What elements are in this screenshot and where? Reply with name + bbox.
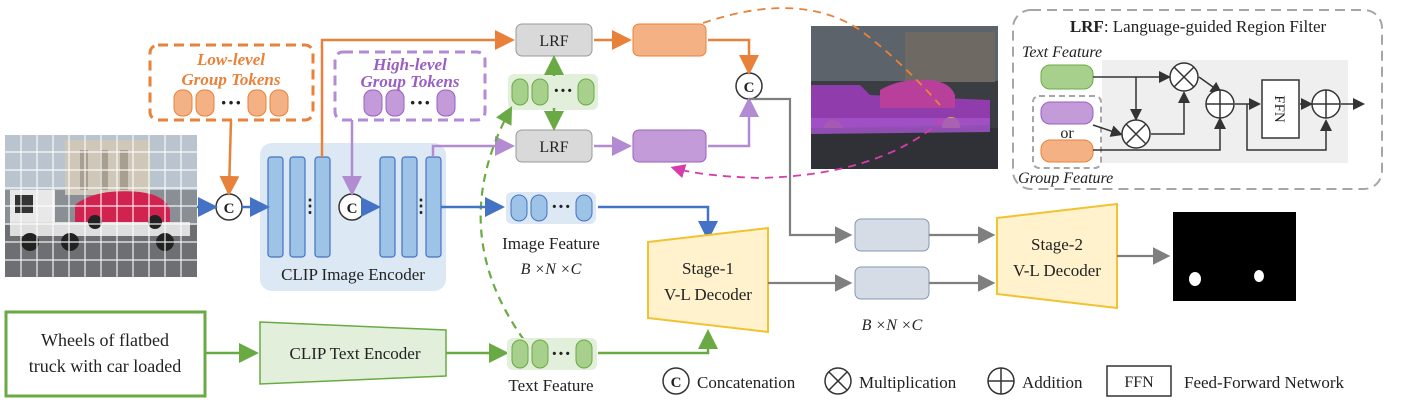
high-level-tokens-title: High-level [372, 55, 447, 74]
legend-ffn-box [1106, 365, 1172, 397]
lrf-group-box [1032, 95, 1102, 169]
stage2-line-2: V-L Decoder [1013, 261, 1101, 280]
image-feature-ellipsis: ··· [551, 196, 571, 218]
svg-text:C: C [671, 375, 682, 391]
image-feature-label: Image Feature [502, 234, 600, 253]
svg-text:FFN: FFN [1271, 95, 1287, 123]
stage1-decoder [647, 226, 769, 334]
orange-region-feature [632, 23, 707, 57]
lrf-box-bottom: LRF [515, 129, 593, 163]
gray-feature-top [854, 218, 930, 252]
concat-circle-3: C [735, 72, 763, 100]
legend-add-label: Addition [1022, 373, 1083, 392]
text-query-line-1: Wheels of flatbed [41, 330, 169, 350]
image-feature-dims: B ×N ×C [521, 261, 582, 278]
legend-mult-label: Multiplication [859, 373, 957, 392]
lrf-wiring [1092, 71, 1365, 151]
legend-mult-icon [824, 367, 852, 395]
svg-text:LRF: LRF [539, 139, 568, 156]
lrf-box-top: LRF [515, 23, 593, 57]
lrf-purple-token [1040, 101, 1094, 125]
segmentation-visualization [811, 26, 998, 169]
lrf-orange-token [1040, 139, 1094, 163]
encoder-layers [267, 156, 442, 258]
text-feature-label: Text Feature [508, 376, 593, 395]
legend-ffn-label: Feed-Forward Network [1184, 373, 1345, 392]
output-mask [1173, 212, 1296, 301]
text-feature-ellipsis: ··· [551, 343, 571, 365]
lrf-text-feature-token [1040, 64, 1094, 90]
low-level-tokens-title-2: Group Tokens [181, 70, 280, 89]
concat-circle-1: C [215, 193, 243, 221]
low-level-tokens-title: Low-level [196, 50, 265, 69]
svg-text:C: C [347, 201, 358, 217]
clip-text-encoder [259, 321, 447, 385]
legend-ffn-box-label: FFN [1124, 374, 1154, 391]
stage2-decoder [996, 202, 1118, 310]
text-feature-tokens-mid-bg [508, 74, 598, 110]
stage1-line-1: Stage-1 [682, 259, 734, 278]
image-feature-bg [506, 192, 596, 224]
low-level-tokens-box [148, 43, 315, 122]
high-level-token-pills [363, 89, 456, 117]
stage2-line-1: Stage-2 [1031, 235, 1083, 254]
legend-concat-label: Concatenation [697, 373, 796, 392]
stage1-line-2: V-L Decoder [664, 285, 752, 304]
low-level-token-ellipsis: ··· [220, 90, 242, 115]
svg-text:C: C [744, 80, 755, 96]
text-query-line-2: truck with car loaded [29, 356, 181, 376]
svg-text:C: C [224, 201, 235, 217]
low-level-token-pills [173, 89, 289, 117]
lrf-panel-title: LRF: Language-guided Region Filter [1070, 17, 1327, 36]
lrf-ffn-box: FFN [1261, 79, 1300, 139]
svg-text:LRF: LRF [539, 33, 568, 50]
high-level-token-ellipsis: ··· [409, 90, 431, 115]
input-image [5, 135, 197, 277]
lrf-text-feature-label: Text Feature [1022, 44, 1102, 61]
high-level-tokens-title-2: Group Tokens [360, 72, 459, 91]
encoder-vertical-dots-2: ⋮ [412, 196, 430, 216]
clip-text-encoder-label: CLIP Text Encoder [289, 344, 420, 363]
lrf-add-2 [1311, 89, 1341, 119]
text-feature-bg [507, 338, 597, 370]
text-feature-tokens [511, 339, 593, 369]
purple-region-feature [632, 129, 707, 163]
image-feature-tokens [510, 194, 593, 222]
encoder-vertical-dots-1: ⋮ [301, 196, 319, 216]
legend: C Concatenation Multiplication Addition … [662, 365, 1345, 397]
lrf-add-1 [1205, 89, 1235, 119]
text-query-box [4, 310, 207, 398]
text-feature-mid-ellipsis: ··· [553, 80, 573, 102]
legend-concat-icon: C [662, 367, 690, 395]
concat-circle-2: C [338, 193, 366, 221]
high-level-tokens-box [333, 50, 487, 122]
gray-feature-bottom [854, 266, 930, 300]
legend-add-icon [987, 367, 1015, 395]
clip-image-encoder-label: CLIP Image Encoder [281, 265, 425, 284]
text-feature-tokens-mid [511, 78, 595, 106]
mid-dims: B ×N ×C [862, 317, 923, 334]
lrf-group-feature-label: Group Feature [1018, 170, 1113, 187]
lrf-mult-2 [1121, 119, 1151, 149]
lrf-mult-1 [1169, 62, 1199, 92]
lrf-or-label: or [1060, 125, 1074, 142]
